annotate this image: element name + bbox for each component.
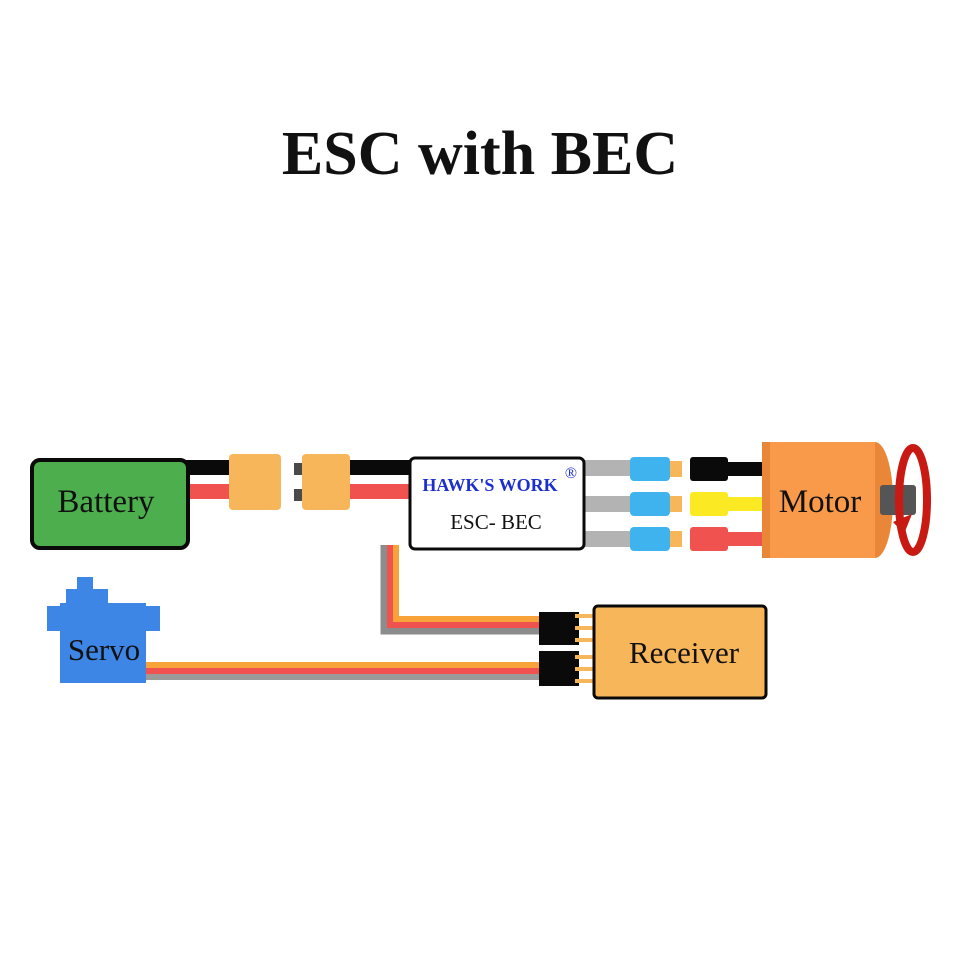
receiver-plug-servo [539,651,579,686]
bullet-connector-c [630,527,670,551]
page-title: ESC with BEC [281,120,679,188]
receiver-pin [575,679,595,683]
battery-red-lead [186,484,234,499]
xt-connector-female [294,454,350,510]
connector-pin [294,489,304,501]
battery-label: Battery [57,484,155,520]
receiver-body [592,604,768,700]
connector-pin [294,463,304,475]
esc-body [408,456,586,551]
motor: Motor [762,442,931,558]
phase-wire-b [582,496,634,512]
battery: Battery [30,458,190,550]
bullet-pin-c [670,531,682,547]
receiver-pin [575,614,595,618]
bullet-connector-b [630,492,670,516]
phase-wire-c [582,531,634,547]
bullet-pin-b [670,496,682,512]
motor-body [762,442,875,558]
esc-red-lead [345,484,411,499]
receiver-pin [575,655,595,659]
servo-label: Servo [68,632,140,667]
trademark-symbol: ® [565,465,577,482]
motor-lead-yellow [726,497,766,511]
rotation-arrowhead-icon [893,514,912,534]
motor-lead-black-plug [690,457,728,481]
esc-label: ESC- BEC [450,510,542,534]
motor-lead-black [726,462,766,476]
bullet-pin-a [670,461,682,477]
servo-lead-orange [145,662,541,668]
motor-label: Motor [779,484,862,520]
servo-signal-lead [145,662,541,680]
servo-lead-grey [145,674,541,680]
receiver-pin [575,626,595,630]
xt-connector-male [229,454,281,510]
servo-lead-red [145,668,541,674]
esc-lead-orange [393,545,540,622]
esc-black-lead [345,460,411,475]
motor-body-edge [762,442,770,558]
esc-brand-label: HAWK'S WORK [422,475,557,495]
esc-signal-lead [380,545,540,635]
battery-power-leads [186,460,411,499]
motor-lead-red [726,532,766,546]
motor-lead-yellow-plug [690,492,728,516]
battery-body [30,458,190,550]
esc-lead-grey [380,545,540,635]
servo-horn [77,577,93,591]
bullet-connectors [630,457,682,551]
bullet-connector-a [630,457,670,481]
motor-lead-red-plug [690,527,728,551]
servo-body [60,603,146,683]
rotation-arrow-icon [895,444,931,556]
esc-phase-wires [582,460,634,547]
receiver-plug-esc [539,612,579,645]
phase-wire-a [582,460,634,476]
esc-lead-red [387,545,540,628]
battery-black-lead [186,460,234,475]
servo: Servo [47,577,160,683]
receiver-pin [575,638,595,642]
xt-connector-battery-side [229,454,281,510]
receiver: Receiver [539,604,768,700]
esc-module: HAWK'S WORK ® ESC- BEC [408,456,586,551]
receiver-label: Receiver [629,635,740,670]
receiver-pin [575,667,595,671]
xt-connector-esc-side [302,454,350,510]
motor-leads [690,457,766,551]
